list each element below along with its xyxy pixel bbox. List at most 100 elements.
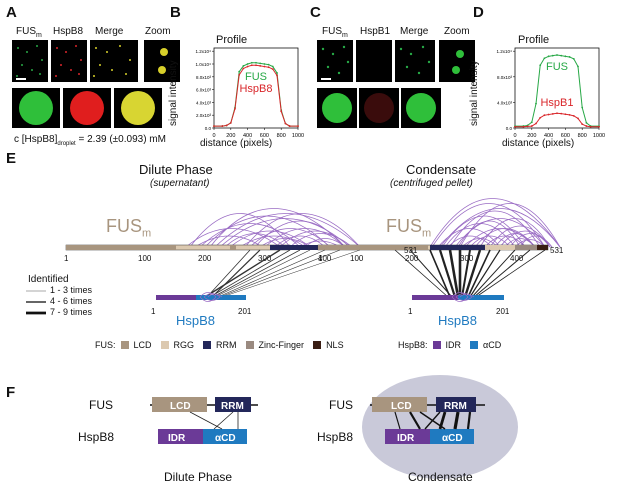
x-tick-label: 200	[527, 133, 536, 139]
fus-domain-bar-right	[317, 244, 549, 251]
chart-d-xlabel: distance (pixels)	[502, 138, 575, 149]
hspb8-label-right: HspB8	[438, 313, 478, 328]
data-point-FUS	[267, 63, 270, 66]
rrm-text-right: RRM	[444, 401, 467, 412]
data-point-HspB1	[526, 125, 529, 128]
identified-legend-lines	[26, 290, 46, 315]
f-hspb8-label-left: HspB8	[78, 430, 115, 444]
scale-bar	[16, 78, 26, 80]
svg-text:400: 400	[318, 254, 332, 263]
fus-label-left: FUSm	[106, 216, 152, 240]
lcd-swatch	[120, 341, 129, 349]
data-point-FUS	[255, 61, 257, 64]
intra-fus-arcs-left	[185, 208, 361, 248]
acd-block-right	[430, 429, 474, 444]
y-tick-label: 4.0x10³	[497, 100, 513, 105]
series-label-FUS: FUS	[245, 71, 267, 83]
data-point-FUS	[242, 65, 245, 67]
data-point-FUS	[276, 72, 278, 74]
chart-d-title: Profile	[518, 34, 550, 46]
chart-b-ylabel: signal intensity	[168, 60, 179, 126]
data-point-FUS	[572, 57, 575, 60]
idr-text-right: IDR	[397, 433, 415, 444]
y-tick-label: 6.0x10³	[196, 88, 212, 93]
data-point-FUS	[551, 54, 554, 57]
data-point-HspB8	[246, 65, 249, 68]
data-point-HspB1	[577, 117, 579, 120]
inter-crosslinks-right	[394, 249, 546, 298]
data-point-HspB1	[551, 113, 554, 115]
data-point-FUS	[568, 56, 571, 58]
data-point-HspB8	[213, 125, 215, 127]
data-point-HspB1	[543, 114, 546, 117]
data-point-HspB8	[238, 73, 241, 76]
identified-legend-title: Identified	[28, 274, 69, 285]
zinc-finger-swatch	[245, 341, 254, 349]
data-point-FUS	[238, 70, 241, 73]
data-point-FUS	[585, 121, 588, 124]
f-hspb8-label-right: HspB8	[317, 430, 354, 444]
panel-label-e: E	[6, 150, 17, 167]
lcd-text-left: LCD	[170, 401, 191, 412]
idr-text-left: IDR	[168, 433, 186, 444]
header-zoom-c: Zoom	[444, 26, 470, 37]
header-fus-c: FUSm	[322, 26, 348, 39]
f-caption-condensate: Condensate	[408, 470, 473, 484]
hspb8-domain-bar-left	[156, 292, 246, 302]
chart-b-title: Profile	[216, 34, 248, 46]
identified-7-9: 7 - 9 times	[50, 307, 93, 317]
x-tick-label: 400	[243, 133, 252, 139]
x-tick-label: 800	[277, 133, 286, 139]
droplet-concentration: c [HspB8]droplet = 2.39 (±0.093) mM	[14, 134, 166, 147]
dilute-phase-subtitle: (supernatant)	[150, 178, 210, 189]
data-point-HspB1	[585, 125, 588, 127]
panel-label-b: B	[170, 4, 181, 21]
data-point-HspB1	[522, 125, 525, 128]
f-fus-label-right: FUS	[329, 398, 353, 412]
chart-b-xlabel: distance (pixels)	[200, 138, 273, 149]
data-point-HspB1	[589, 125, 592, 128]
acd-text-left: αCD	[215, 433, 236, 444]
header-zoom: Zoom	[145, 26, 171, 37]
acd-swatch	[470, 341, 479, 349]
inter-crosslinks-left	[204, 249, 361, 298]
data-point-HspB1	[514, 125, 516, 128]
y-tick-label: 8.0x10³	[196, 75, 212, 80]
data-point-HspB8	[288, 125, 291, 127]
data-point-FUS	[246, 63, 249, 65]
hspb8-tick-start-right: 1	[408, 307, 413, 316]
micrograph-panel-a	[12, 40, 180, 128]
intra-fus-arcs-right	[429, 198, 561, 248]
rrm-text-left: RRM	[221, 401, 244, 412]
data-point-HspB8	[229, 121, 232, 124]
rrm-block-right	[436, 397, 476, 412]
fus-ticks-right: 1 100 200 300 400 531	[318, 246, 564, 263]
plot-frame	[213, 47, 299, 129]
crosslink-maps: 1 100 200 300 400 531 1 100 200 300 400 …	[64, 198, 564, 316]
data-point-FUS	[581, 106, 584, 109]
f-fus-label-left: FUS	[89, 398, 113, 412]
header-merge-c: Merge	[400, 26, 429, 37]
data-point-HspB8	[250, 64, 253, 67]
acd-text-right: αCD	[442, 433, 463, 444]
merge-field-image	[90, 40, 138, 82]
rrm-block-left	[215, 397, 251, 412]
fus-label-right: FUSm	[386, 216, 432, 240]
data-point-HspB8	[263, 65, 266, 68]
data-point-HspB1	[556, 112, 558, 115]
chart-d-ylabel: signal intensity	[469, 60, 480, 126]
fus-legend-title: FUS:	[95, 340, 116, 350]
panel-f-schematic: LCD RRM IDR αCD LCD RRM IDR αCD	[150, 375, 518, 479]
data-point-HspB8	[271, 68, 274, 71]
data-point-FUS	[530, 121, 533, 124]
fus-field-image-c	[317, 40, 353, 82]
hspb8-domain-legend: HspB8: IDR αCD	[398, 340, 502, 350]
data-point-HspB1	[539, 116, 542, 119]
svg-text:300: 300	[258, 254, 272, 263]
hspb8-tick-end-right: 201	[496, 307, 510, 316]
data-point-HspB8	[221, 125, 224, 127]
lcd-block-right	[372, 397, 427, 412]
svg-text:200: 200	[405, 254, 419, 263]
data-point-FUS	[556, 54, 558, 56]
